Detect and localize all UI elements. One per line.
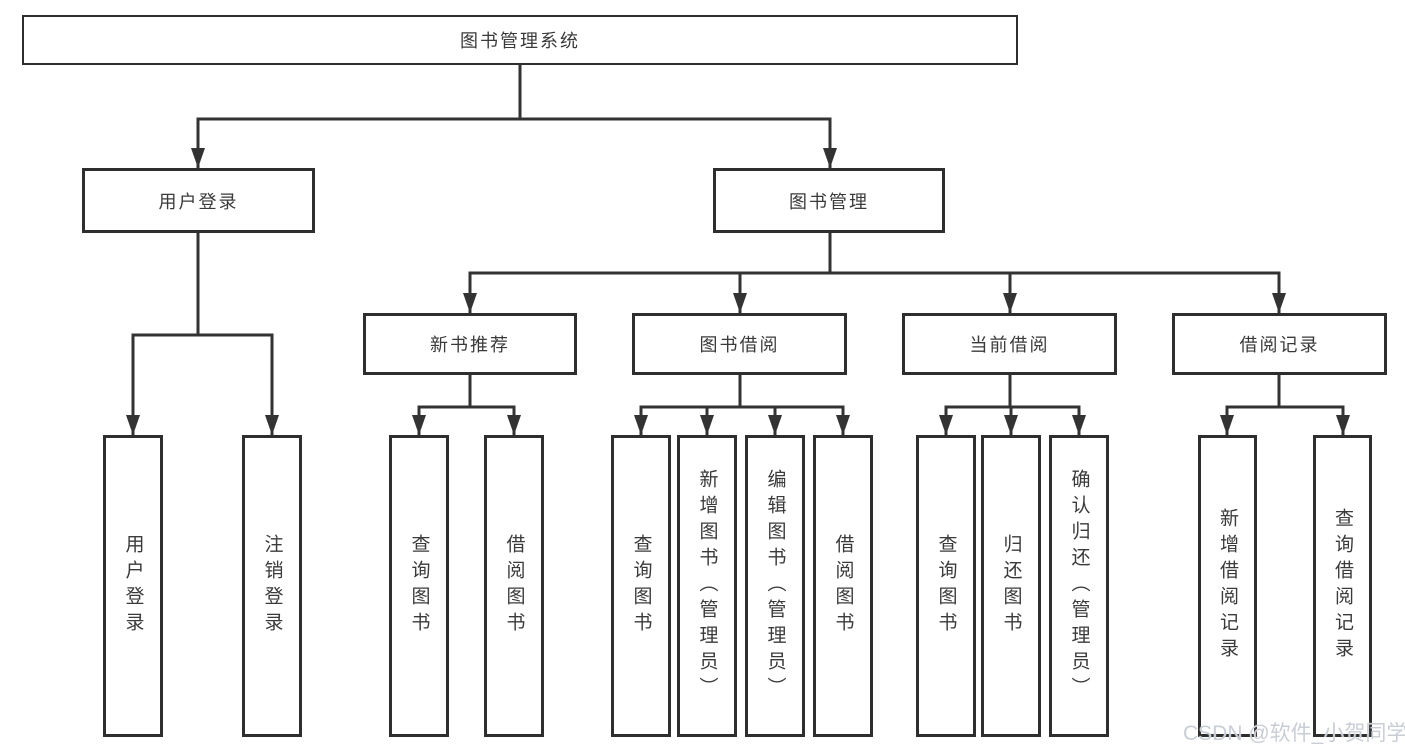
arrowhead-icon	[634, 415, 648, 435]
edge-book-borrowing-to-leaf-add-books-admin	[705, 375, 742, 435]
node-user-login: 用户登录	[82, 168, 315, 233]
node-label-leaf-logout: 注销登录	[261, 534, 283, 638]
arrowhead-icon	[463, 293, 477, 313]
arrowhead-icon	[1272, 293, 1286, 313]
node-leaf-logout: 注销登录	[242, 435, 302, 737]
node-label-leaf-query-books-1: 查询图书	[408, 534, 430, 638]
node-label-current-borrowing: 当前借阅	[969, 335, 1050, 355]
node-label-book-borrowing: 图书借阅	[699, 335, 780, 355]
node-leaf-edit-books-admin: 编辑图书（管理员）	[745, 435, 805, 737]
edge-user-login-to-leaf-logout	[196, 233, 274, 435]
node-leaf-confirm-return: 确认归还（管理员）	[1049, 435, 1109, 737]
node-leaf-query-books-1: 查询图书	[389, 435, 449, 737]
node-book-borrowing: 图书借阅	[632, 313, 847, 375]
node-label-leaf-user-login: 用户登录	[122, 534, 144, 638]
arrowhead-icon	[768, 415, 782, 435]
edge-book-borrowing-to-leaf-edit-books-admin	[738, 375, 777, 435]
node-leaf-borrow-books-1: 借阅图书	[484, 435, 544, 737]
arrowhead-icon	[733, 293, 747, 313]
edge-current-borrowing-to-leaf-confirm-return	[1008, 375, 1081, 435]
node-leaf-add-books-admin: 新增图书（管理员）	[677, 435, 737, 737]
node-leaf-return-books: 归还图书	[981, 435, 1041, 737]
edge-book-management-to-borrowing-records	[828, 233, 1281, 313]
edge-root-to-user-login	[196, 65, 522, 168]
node-current-borrowing: 当前借阅	[902, 313, 1117, 375]
edge-current-borrowing-to-leaf-query-books-3	[944, 375, 1012, 435]
arrowhead-icon	[412, 415, 426, 435]
arrowhead-icon	[1336, 415, 1350, 435]
arrowhead-icon	[265, 415, 279, 435]
watermark: CSDN @软件_小贺同学	[1183, 722, 1405, 745]
node-book-management: 图书管理	[713, 168, 945, 233]
edge-borrowing-records-to-leaf-query-borrow-record	[1277, 375, 1345, 435]
node-borrowing-records: 借阅记录	[1172, 313, 1387, 375]
node-leaf-add-borrow-record: 新增借阅记录	[1198, 435, 1257, 737]
node-label-leaf-add-books-admin: 新增图书（管理员）	[696, 469, 718, 703]
node-label-leaf-query-books-2: 查询图书	[630, 534, 652, 638]
edge-new-book-recommend-to-leaf-query-books-1	[417, 375, 472, 435]
node-label-leaf-borrow-books-1: 借阅图书	[503, 534, 525, 638]
node-label-leaf-add-borrow-record: 新增借阅记录	[1217, 508, 1238, 664]
edge-new-book-recommend-to-leaf-borrow-books-1	[468, 375, 516, 435]
node-label-borrowing-records: 借阅记录	[1239, 335, 1320, 355]
node-root: 图书管理系统	[22, 15, 1018, 65]
node-label-leaf-query-books-3: 查询图书	[935, 534, 957, 638]
node-leaf-user-login: 用户登录	[103, 435, 163, 737]
node-leaf-query-books-3: 查询图书	[916, 435, 976, 737]
node-new-book-recommend: 新书推荐	[363, 313, 577, 375]
arrowhead-icon	[700, 415, 714, 435]
arrowhead-icon	[836, 415, 850, 435]
arrowhead-icon	[1003, 293, 1017, 313]
edge-user-login-to-leaf-user-login	[131, 233, 200, 435]
edge-book-borrowing-to-leaf-borrow-books-2	[738, 375, 845, 435]
arrowhead-icon	[191, 148, 205, 168]
arrowhead-icon	[1220, 415, 1234, 435]
arrowhead-icon	[507, 415, 521, 435]
node-label-book-management: 图书管理	[789, 191, 869, 212]
node-leaf-borrow-books-2: 借阅图书	[813, 435, 873, 737]
node-label-root: 图书管理系统	[460, 31, 580, 51]
node-label-leaf-return-books: 归还图书	[1000, 534, 1022, 638]
edge-borrowing-records-to-leaf-add-borrow-record	[1225, 375, 1281, 435]
arrowhead-icon	[823, 148, 837, 168]
arrowhead-icon	[1072, 415, 1086, 435]
arrowhead-icon	[126, 415, 140, 435]
arrowhead-icon	[1004, 415, 1018, 435]
node-label-leaf-confirm-return: 确认归还（管理员）	[1068, 469, 1090, 703]
node-label-leaf-query-borrow-record: 查询借阅记录	[1332, 508, 1353, 664]
arrowhead-icon	[939, 415, 953, 435]
edge-book-borrowing-to-leaf-query-books-2	[639, 375, 742, 435]
node-label-new-book-recommend: 新书推荐	[430, 335, 510, 355]
node-label-leaf-edit-books-admin: 编辑图书（管理员）	[764, 469, 786, 703]
edge-book-management-to-book-borrowing	[738, 233, 832, 313]
node-leaf-query-borrow-record: 查询借阅记录	[1313, 435, 1372, 737]
node-label-user-login: 用户登录	[158, 191, 239, 212]
edge-root-to-book-management	[518, 65, 832, 168]
node-label-leaf-borrow-books-2: 借阅图书	[832, 534, 854, 638]
node-leaf-query-books-2: 查询图书	[611, 435, 671, 737]
